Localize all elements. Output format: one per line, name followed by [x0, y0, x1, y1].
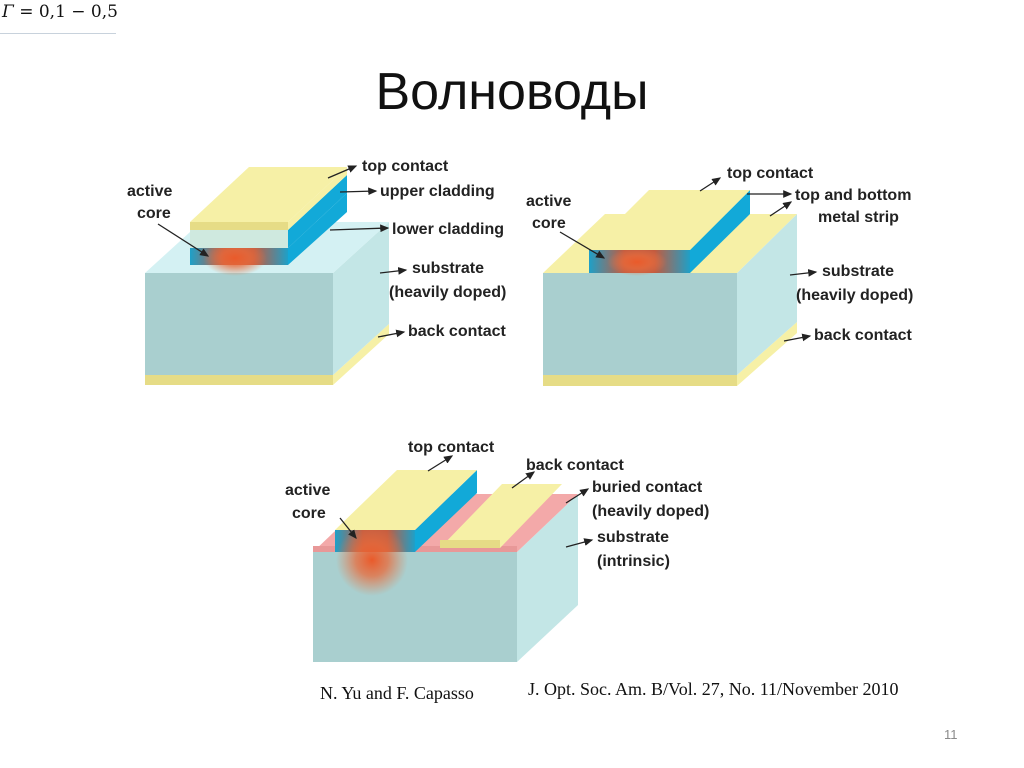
page-number: 11 — [944, 727, 958, 742]
d3-arrow-back-contact — [511, 471, 536, 489]
d1-label-active-1: active — [127, 183, 172, 200]
d2-substrate-side — [737, 214, 797, 375]
d1-mode-glow — [203, 240, 267, 276]
d1-label-back-contact: back contact — [408, 323, 506, 340]
d3-label-substrate-1: substrate — [597, 529, 669, 546]
d2-label-substrate-1: substrate — [822, 263, 894, 280]
d3-arrow-active-core — [339, 517, 357, 540]
d1-arrow-upper-cladding — [339, 187, 378, 196]
d3-label-buried-contact-1: buried contact — [592, 479, 703, 496]
d2-label-metal-strip-2: metal strip — [818, 209, 899, 226]
d2-label-metal-strip-1: top and bottom — [795, 187, 911, 204]
d1-arrow-top-contact — [327, 165, 358, 179]
formula-rest: = 0,1 − 0,5 — [13, 2, 118, 22]
diagram-3-surface-plasmon-waveguide: top contact back contact active core bur… — [285, 439, 709, 662]
formula-underline — [0, 33, 116, 34]
d2-label-top-contact: top contact — [727, 165, 814, 182]
d1-substrate-front — [145, 273, 333, 375]
d3-label-active-1: active — [285, 482, 330, 499]
d1-top-contact-front — [190, 222, 288, 230]
d3-label-substrate-2: (intrinsic) — [597, 553, 670, 570]
d1-arrow-back-contact — [377, 329, 406, 338]
d2-mode-glow — [607, 248, 667, 276]
d1-back-contact-side — [333, 324, 389, 385]
d1-core-side — [288, 193, 347, 265]
citation-journal: J. Opt. Soc. Am. B/Vol. 27, No. 11/Novem… — [528, 679, 899, 699]
d3-arrow-top-contact — [427, 455, 454, 472]
d2-label-active-2: core — [532, 215, 566, 232]
d1-label-substrate-1: substrate — [412, 260, 484, 277]
formula-symbol: Γ — [2, 2, 14, 22]
d1-top-contact-side — [288, 167, 347, 230]
d3-label-top-contact: top contact — [408, 439, 495, 456]
d2-label-back-contact: back contact — [814, 327, 912, 344]
d2-arrow-top-contact — [699, 177, 722, 192]
d2-top-metal-top — [589, 190, 750, 250]
d3-label-back-contact: back contact — [526, 457, 624, 474]
d3-top-contact-top — [335, 470, 477, 530]
d3-arrow-buried-contact — [565, 488, 590, 504]
d3-arrow-substrate — [565, 538, 594, 548]
d1-arrow-substrate — [379, 267, 408, 275]
d2-label-substrate-2: (heavily doped) — [796, 287, 913, 304]
d1-upper-cladding-front — [190, 230, 288, 248]
d3-core-side — [415, 470, 477, 552]
d3-back-contact-front — [440, 540, 500, 548]
d2-arrow-active-core — [559, 231, 606, 259]
d1-label-lower-cladding: lower cladding — [392, 221, 504, 238]
formula: Γ = 0,1 − 0,5 — [2, 2, 118, 22]
d3-mode-glow — [336, 524, 408, 596]
d3-label-buried-contact-2: (heavily doped) — [592, 503, 709, 520]
d1-label-top-contact: top contact — [362, 158, 449, 175]
d1-arrow-active-core — [157, 223, 210, 257]
d1-label-upper-cladding: upper cladding — [380, 183, 495, 200]
d1-cladding-side — [288, 175, 347, 248]
d2-arrow-back-contact — [783, 333, 812, 342]
d3-label-active-2: core — [292, 505, 326, 522]
d1-label-active-2: core — [137, 205, 171, 222]
d2-substrate-front — [543, 273, 737, 375]
diagram-2-metal-metal-waveguide: top contact active core top and bottom m… — [526, 165, 913, 386]
d1-label-substrate-2: (heavily doped) — [389, 284, 506, 301]
d2-back-contact-side — [737, 322, 797, 386]
d3-substrate-side — [517, 494, 578, 662]
d2-label-active-1: active — [526, 193, 571, 210]
d2-arrow-substrate — [789, 269, 818, 277]
d2-core-side — [690, 190, 750, 273]
d1-arrow-lower-cladding — [329, 224, 390, 233]
d1-back-contact-front — [145, 375, 333, 385]
slide-title: Волноводы — [375, 63, 649, 121]
d2-arrow-metal-strip-2 — [769, 201, 793, 217]
d1-top-contact-top — [190, 167, 347, 222]
citation-authors: N. Yu and F. Capasso — [320, 683, 474, 703]
d3-back-contact-top — [440, 484, 562, 548]
diagram-1-dielectric-waveguide: active core top contact upper cladding l… — [127, 158, 506, 385]
d2-back-contact-front — [543, 375, 737, 386]
